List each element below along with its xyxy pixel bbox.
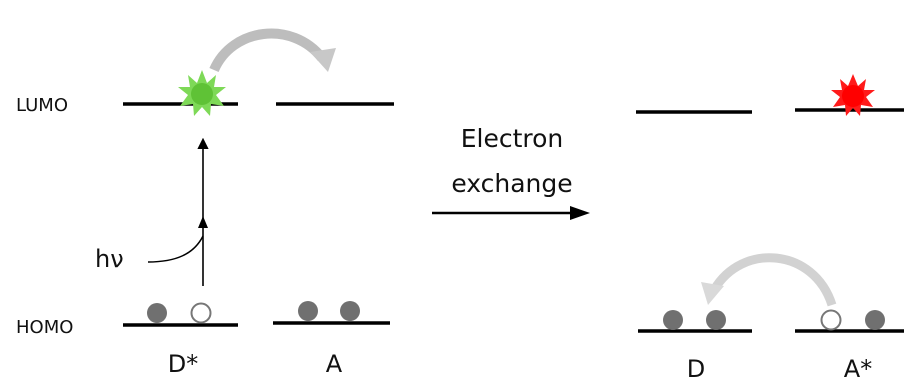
donor-homo-electron: [147, 303, 167, 323]
donor-excitation-star-icon: [178, 70, 226, 116]
acceptor-homo-hole-after: [820, 309, 842, 331]
donor-ground-label: D: [687, 355, 705, 379]
photon-label: hν: [95, 245, 124, 273]
excitation-arrow-mid-head: [198, 216, 208, 228]
curved-transfer-arrow-backward: [701, 253, 837, 307]
donor-excited-label: D*: [168, 350, 198, 378]
process-label-line2: exchange: [451, 169, 572, 198]
photon-pointer: [147, 235, 204, 263]
acceptor-homo-electron: [340, 301, 360, 321]
acceptor-homo-electron-after: [865, 310, 885, 330]
process-arrow-head: [570, 206, 590, 220]
donor-homo-hole: [190, 302, 212, 324]
homo-label: HOMO: [16, 317, 73, 338]
curved-transfer-arrow-forward: [209, 28, 336, 73]
acceptor-ground-label: A: [326, 350, 343, 378]
process-label-line1: Electron: [461, 124, 564, 153]
donor-homo-electron-after: [663, 310, 683, 330]
acceptor-homo-electron: [298, 301, 318, 321]
donor-homo-electron-after: [706, 310, 726, 330]
acceptor-excitation-star-icon: [831, 74, 875, 116]
lumo-label: LUMO: [16, 95, 68, 116]
acceptor-excited-label: A*: [844, 355, 872, 379]
